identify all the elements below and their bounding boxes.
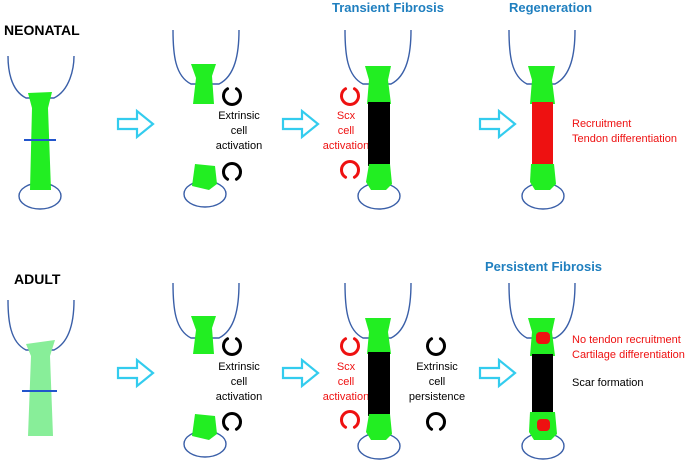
- caption-line: Scx: [336, 361, 356, 373]
- flow-arrow-icon: [478, 357, 517, 389]
- caption-line: Extrinsic: [218, 361, 260, 373]
- flow-arrow-icon: [281, 108, 320, 140]
- lower-tendon-stump: [192, 164, 217, 190]
- caption-line: activation: [215, 140, 263, 152]
- cell-ring-icon: [222, 412, 242, 431]
- caption-line: cell: [428, 376, 446, 388]
- cell-ring-icon: [222, 87, 242, 106]
- phase-regeneration: Regeneration: [509, 0, 593, 15]
- phase-persistent-fibrosis: Persistent Fibrosis: [485, 259, 603, 274]
- cartilage-spot: [536, 332, 550, 344]
- cell-ring-icon: [340, 160, 360, 179]
- cell-ring-icon: [426, 337, 446, 356]
- caption-line: cell: [337, 376, 355, 388]
- upper-bone-outline: [172, 29, 240, 85]
- caption-line: activation: [322, 140, 370, 152]
- cell-ring-icon: [222, 162, 242, 181]
- caption-line: Cartilage differentiation: [572, 349, 685, 361]
- lower-tendon-stump: [530, 164, 556, 190]
- cell-ring-icon: [340, 337, 360, 356]
- neonatal-scx-caption: Scx cell activation: [316, 109, 376, 154]
- adult-fibrosis-red-caption: No tendon recruitment Cartilage differen…: [572, 333, 685, 363]
- adult-persistence-caption: Extrinsic cell persistence: [402, 360, 472, 405]
- caption-line: cell: [230, 125, 248, 137]
- caption-line: activation: [322, 391, 370, 403]
- upper-tendon-stump: [528, 66, 555, 104]
- phase-transient-fibrosis: Transient Fibrosis: [332, 0, 444, 15]
- caption-line: cell: [230, 376, 248, 388]
- neonatal-regeneration-caption: Recruitment Tendon differentiation: [572, 117, 677, 147]
- fibrotic-scar: [368, 352, 390, 416]
- adult-title: ADULT: [14, 271, 61, 287]
- upper-bone-outline: [344, 29, 412, 85]
- fibrotic-scar: [368, 102, 390, 166]
- upper-tendon-stump: [191, 316, 216, 354]
- caption-line: No tendon recruitment: [572, 334, 681, 346]
- caption-line: Tendon differentiation: [572, 133, 677, 145]
- neonatal-title: NEONATAL: [4, 22, 80, 38]
- adult-scar-caption: Scar formation: [572, 377, 644, 389]
- cell-ring-icon: [222, 337, 242, 356]
- flow-arrow-icon: [478, 108, 517, 140]
- lower-tendon-stump: [366, 414, 392, 440]
- adult-scx-caption: Scx cell activation: [316, 360, 376, 405]
- caption-line: cell: [337, 125, 355, 137]
- upper-tendon-stump: [191, 64, 216, 104]
- cell-ring-icon: [426, 412, 446, 431]
- cell-ring-icon: [340, 87, 360, 106]
- flow-arrow-icon: [116, 108, 155, 140]
- upper-tendon-stump: [365, 66, 391, 104]
- caption-line: persistence: [408, 391, 466, 403]
- caption-line: activation: [215, 391, 263, 403]
- cartilage-spot: [537, 419, 550, 431]
- cell-ring-icon: [340, 410, 360, 429]
- caption-line: Extrinsic: [416, 361, 458, 373]
- caption-line: Extrinsic: [218, 110, 260, 122]
- lower-tendon-stump: [192, 414, 217, 440]
- flow-arrow-icon: [281, 357, 320, 389]
- upper-tendon-stump: [365, 318, 391, 354]
- intact-tendon-adult: [26, 340, 55, 436]
- upper-bone-outline: [7, 55, 75, 99]
- caption-line: Recruitment: [572, 118, 632, 130]
- upper-bone-outline: [508, 29, 576, 85]
- regenerated-tendon: [532, 102, 553, 166]
- flow-arrow-icon: [116, 357, 155, 389]
- neonatal-extrinsic-caption: Extrinsic cell activation: [200, 109, 278, 154]
- caption-line: Scx: [336, 110, 356, 122]
- lower-tendon-stump: [366, 164, 392, 190]
- fibrotic-scar: [532, 354, 553, 414]
- adult-extrinsic-caption: Extrinsic cell activation: [200, 360, 278, 405]
